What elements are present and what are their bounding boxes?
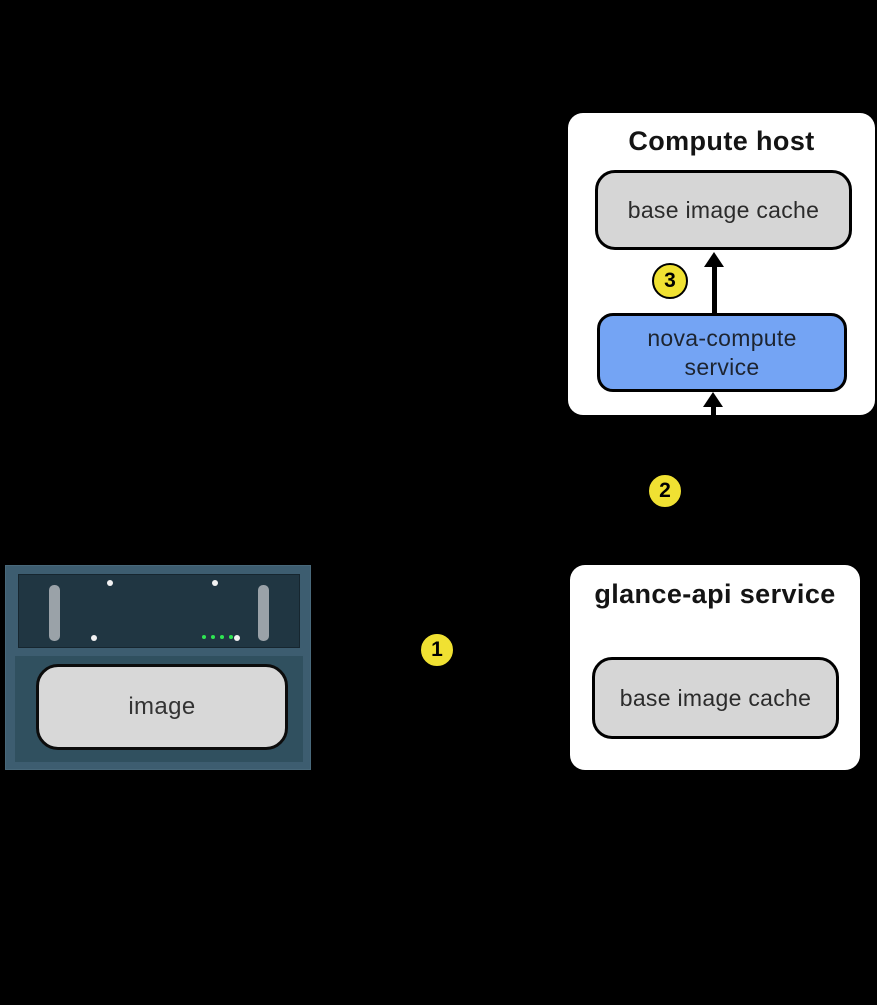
step-2-badge: 2 [647,473,683,509]
arrow-2-head-icon [703,392,723,407]
server-handle-left [49,585,60,641]
step-3-badge: 3 [652,263,688,299]
server-front-panel [18,574,300,648]
image-box: image [36,664,288,750]
arrow-2-shaft [711,405,716,565]
arrow-3-shaft [712,265,717,313]
server-screw [107,580,113,586]
server-image: image [5,565,311,770]
compute-base-image-cache-label: base image cache [627,196,820,223]
server-led-icon [220,635,224,639]
server-led-icon [229,635,233,639]
server-screw [212,580,218,586]
image-box-label: image [128,693,196,720]
glance-base-image-cache-label: base image cache [619,684,812,711]
compute-host-panel: Compute host base image cache 3 nova-com… [568,113,875,415]
glance-api-title: glance-api service [594,579,836,609]
arrow-3-head-icon [704,252,724,267]
server-led-icon [202,635,206,639]
compute-base-image-cache-box: base image cache [595,170,852,250]
server-led-icon [211,635,215,639]
server-screw [91,635,97,641]
step-1-number: 1 [431,638,443,661]
glance-base-image-cache-box: base image cache [592,657,839,739]
nova-compute-line1: nova-compute [647,324,797,351]
server-screw [234,635,240,641]
server-handle-right [258,585,269,641]
glance-api-panel: glance-api service base image cache [570,565,860,770]
compute-host-title: Compute host [628,126,815,156]
step-2-number: 2 [659,479,671,502]
step-1-badge: 1 [419,632,455,668]
nova-compute-line2: service [684,353,760,380]
nova-compute-service-box: nova-compute service [597,313,847,392]
step-3-number: 3 [664,269,676,292]
